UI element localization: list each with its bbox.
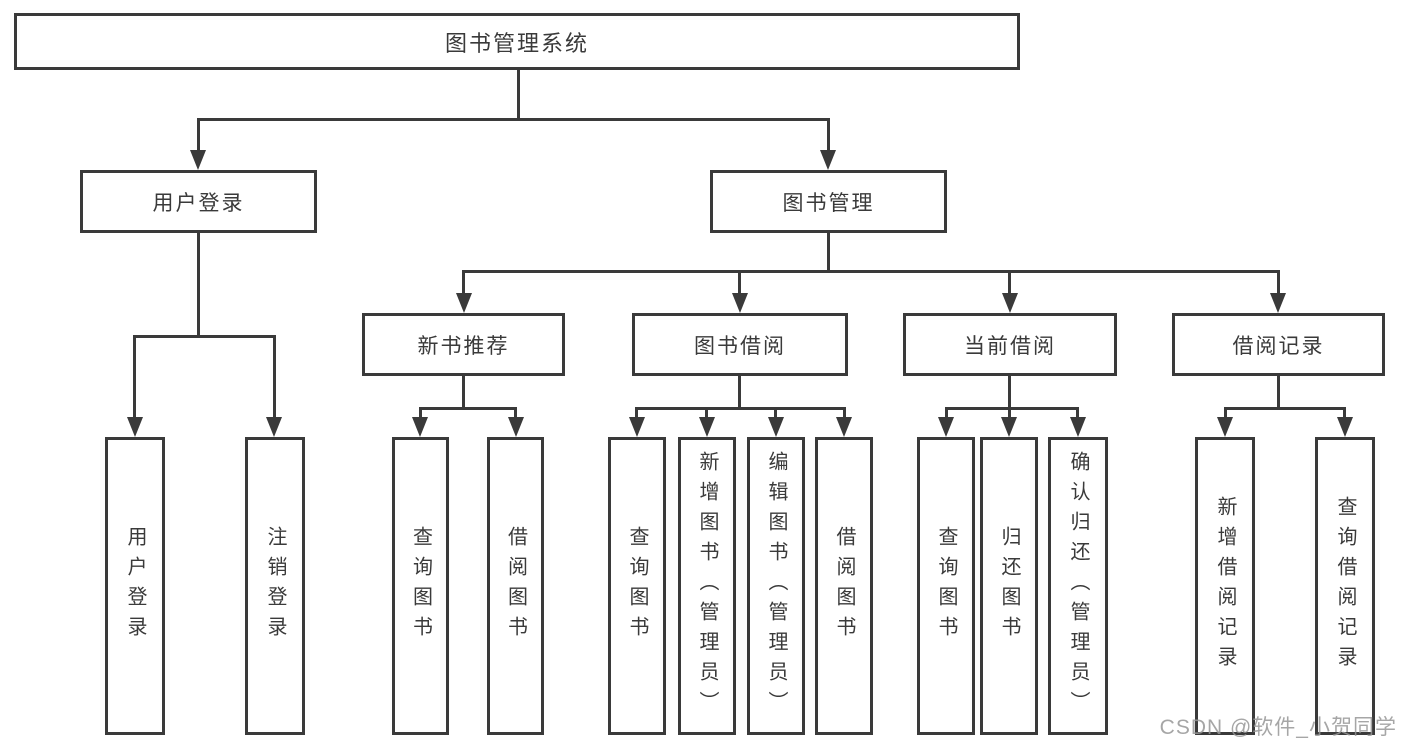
connector-branch-logout-leaf <box>273 338 276 417</box>
leaf-edit-books-admin-label: 编辑图书（管理员） <box>765 451 787 721</box>
leaf-query-books-recommend-label: 查询图书 <box>409 526 432 646</box>
leaf-logout-label: 注销登录 <box>264 526 286 646</box>
arrowhead-logout-leaf <box>266 417 282 437</box>
connector-branch-query-borrow-record <box>1343 410 1346 417</box>
arrowhead-borrow-books-borrowing <box>836 417 852 437</box>
connector-new-book-recommend-stem <box>462 376 465 407</box>
connector-branch-add-books-admin <box>705 410 708 417</box>
connector-branch-borrow-books-recommend <box>514 410 517 417</box>
leaf-return-books: 归还图书 <box>980 437 1038 735</box>
node-new-book-recommend: 新书推荐 <box>362 313 565 376</box>
arrowhead-current-borrowing <box>1002 293 1018 313</box>
node-book-borrowing-label: 图书借阅 <box>694 334 786 358</box>
leaf-user-login-label: 用户登录 <box>124 526 146 646</box>
leaf-add-books-admin: 新增图书（管理员） <box>678 437 736 735</box>
leaf-query-books-current-label: 查询图书 <box>935 526 957 646</box>
arrowhead-query-books-recommend <box>412 417 428 437</box>
connector-current-borrowing-split <box>945 407 1079 410</box>
arrowhead-confirm-return-admin <box>1070 417 1086 437</box>
leaf-query-borrow-record: 查询借阅记录 <box>1315 437 1375 735</box>
arrowhead-borrowing-records <box>1270 293 1286 313</box>
arrowhead-new-book-recommend <box>456 293 472 313</box>
connector-user-login-split <box>133 335 276 338</box>
connector-branch-edit-books-admin <box>774 410 777 417</box>
connector-branch-user-login-leaf <box>133 338 136 417</box>
connector-user-login-stem <box>197 233 200 335</box>
connector-borrowing-records-split <box>1224 407 1346 410</box>
leaf-borrow-books-borrowing: 借阅图书 <box>815 437 873 735</box>
connector-book-management-stem <box>827 233 830 270</box>
node-book-management-label: 图书管理 <box>782 191 875 215</box>
connector-branch-current-borrowing <box>1008 273 1011 293</box>
leaf-borrow-books-recommend-label: 借阅图书 <box>504 526 527 646</box>
leaf-edit-books-admin: 编辑图书（管理员） <box>747 437 805 735</box>
connector-branch-return-books <box>1008 410 1011 417</box>
arrowhead-book-borrowing <box>732 293 748 313</box>
leaf-confirm-return-admin-label: 确认归还（管理员） <box>1067 451 1089 721</box>
leaf-user-login: 用户登录 <box>105 437 165 735</box>
connector-root-split <box>197 118 830 121</box>
connector-borrowing-records-stem <box>1277 376 1280 407</box>
node-book-management: 图书管理 <box>710 170 947 233</box>
arrowhead-query-borrow-record <box>1337 417 1353 437</box>
leaf-add-books-admin-label: 新增图书（管理员） <box>696 451 718 721</box>
csdn-watermark: CSDN @软件_小贺同学 <box>1159 716 1397 739</box>
node-root-label: 图书管理系统 <box>444 30 589 56</box>
connector-branch-new-book-recommend <box>462 273 465 293</box>
connector-new-book-recommend-split <box>419 407 517 410</box>
arrowhead-query-books-borrowing <box>629 417 645 437</box>
arrowhead-book-management <box>820 150 836 170</box>
connector-book-management-split <box>462 270 1280 273</box>
connector-branch-borrow-books-borrowing <box>843 410 846 417</box>
connector-branch-borrowing-records <box>1277 273 1280 293</box>
connector-branch-user-login <box>197 121 200 151</box>
leaf-borrow-books-recommend: 借阅图书 <box>487 437 544 735</box>
leaf-confirm-return-admin: 确认归还（管理员） <box>1048 437 1108 735</box>
node-root: 图书管理系统 <box>14 13 1020 70</box>
node-book-borrowing: 图书借阅 <box>632 313 848 376</box>
connector-current-borrowing-stem <box>1008 376 1011 407</box>
connector-book-borrowing-split <box>635 407 846 410</box>
arrowhead-user-login <box>190 150 206 170</box>
leaf-query-books-borrowing-label: 查询图书 <box>626 526 648 646</box>
connector-branch-add-borrow-record <box>1224 410 1227 417</box>
connector-branch-book-management <box>827 121 830 151</box>
arrowhead-query-books-current <box>938 417 954 437</box>
leaf-return-books-label: 归还图书 <box>998 526 1020 646</box>
leaf-logout: 注销登录 <box>245 437 305 735</box>
arrowhead-add-books-admin <box>699 417 715 437</box>
connector-branch-query-books-current <box>945 410 948 417</box>
leaf-query-books-borrowing: 查询图书 <box>608 437 666 735</box>
connector-branch-query-books-recommend <box>419 410 422 417</box>
leaf-query-books-current: 查询图书 <box>917 437 975 735</box>
arrowhead-user-login-leaf <box>127 417 143 437</box>
connector-root-stem <box>517 70 520 118</box>
arrowhead-add-borrow-record <box>1217 417 1233 437</box>
leaf-query-books-recommend: 查询图书 <box>392 437 449 735</box>
connector-branch-book-borrowing <box>738 273 741 293</box>
connector-book-borrowing-stem <box>738 376 741 407</box>
node-current-borrowing: 当前借阅 <box>903 313 1117 376</box>
leaf-borrow-books-borrowing-label: 借阅图书 <box>833 526 855 646</box>
node-borrowing-records: 借阅记录 <box>1172 313 1385 376</box>
connector-branch-confirm-return-admin <box>1076 410 1079 417</box>
node-user-login-label: 用户登录 <box>152 191 245 215</box>
arrowhead-borrow-books-recommend <box>508 417 524 437</box>
node-current-borrowing-label: 当前借阅 <box>964 334 1056 358</box>
node-user-login: 用户登录 <box>80 170 317 233</box>
node-new-book-recommend-label: 新书推荐 <box>417 334 510 358</box>
leaf-add-borrow-record: 新增借阅记录 <box>1195 437 1255 735</box>
arrowhead-return-books <box>1001 417 1017 437</box>
node-borrowing-records-label: 借阅记录 <box>1232 334 1325 358</box>
leaf-add-borrow-record-label: 新增借阅记录 <box>1214 496 1236 676</box>
leaf-query-borrow-record-label: 查询借阅记录 <box>1334 496 1356 676</box>
connector-branch-query-books-borrowing <box>635 410 638 417</box>
arrowhead-edit-books-admin <box>768 417 784 437</box>
